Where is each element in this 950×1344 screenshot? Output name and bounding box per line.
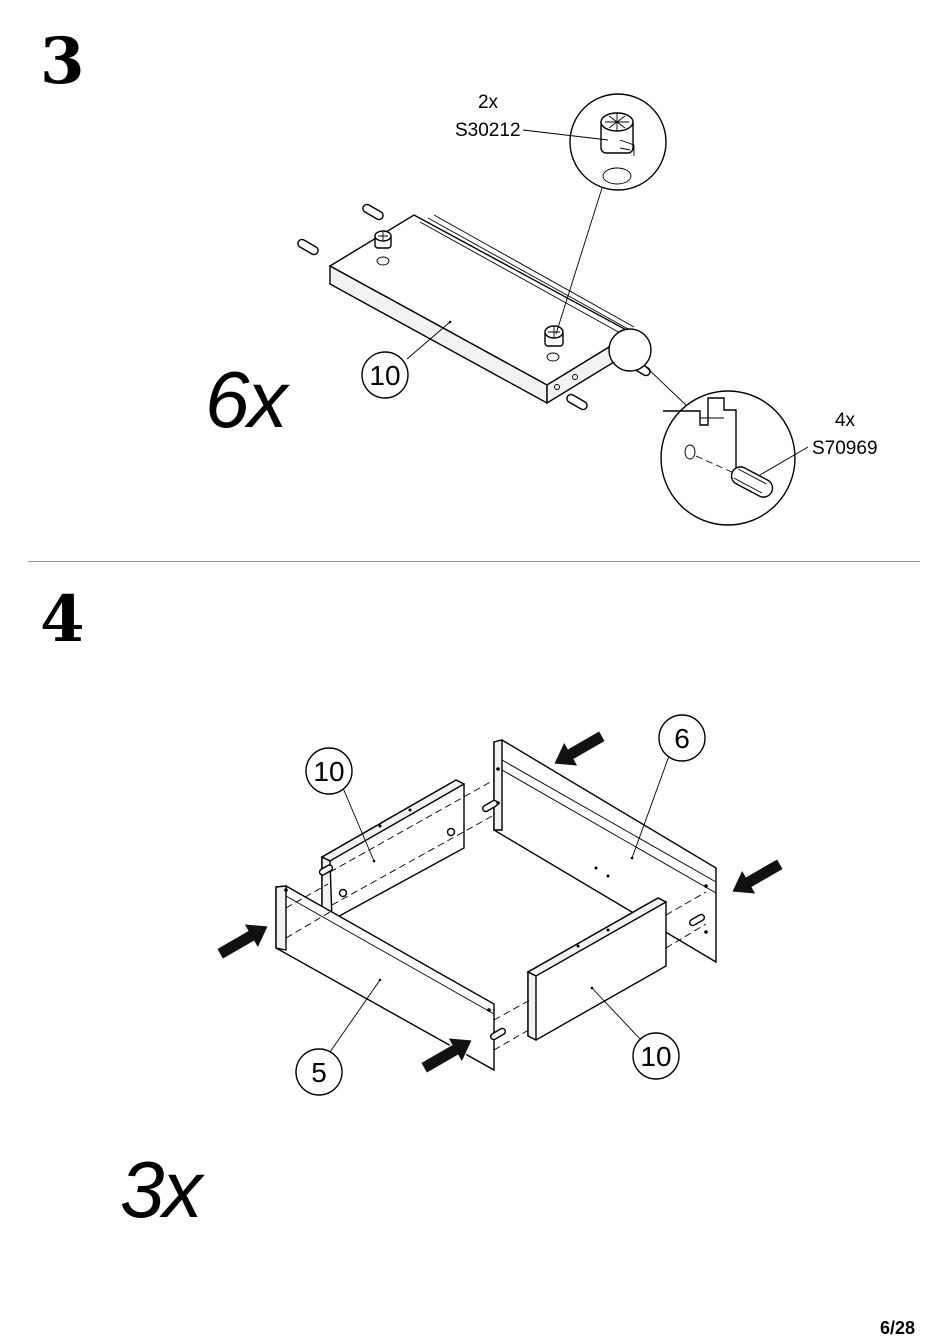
- page-number: 6/28: [880, 1318, 915, 1339]
- svg-text:6: 6: [674, 723, 690, 754]
- callout-10-right: 10: [592, 988, 679, 1079]
- svg-text:5: 5: [311, 1057, 327, 1088]
- svg-text:10: 10: [640, 1041, 671, 1072]
- right-side-panel-10: [528, 898, 666, 1040]
- svg-text:10: 10: [313, 756, 344, 787]
